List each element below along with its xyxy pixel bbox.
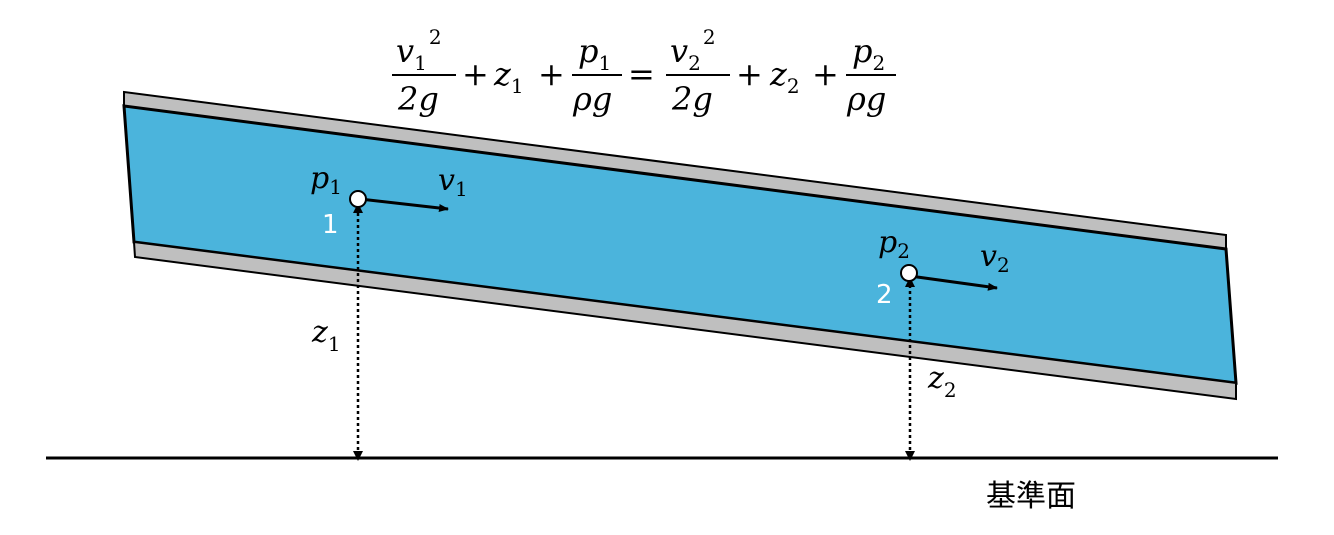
- eq-plus-2: +: [538, 55, 565, 93]
- eq-lhs-z: z1: [493, 55, 524, 98]
- eq-rhs-z: z2: [769, 55, 800, 98]
- velocity-label-1: v1: [438, 163, 468, 201]
- velocity-arrow-1: [359, 197, 449, 212]
- velocity-arrow-2: [909, 274, 998, 291]
- eq-plus-3: +: [736, 55, 763, 93]
- eq-lhs-num-1: v12: [396, 25, 442, 75]
- height-label-1: z1: [311, 315, 341, 356]
- pressure-label-1: p1: [310, 161, 342, 199]
- point-2-marker: [900, 264, 918, 282]
- pressure-label-2: p2: [878, 225, 910, 263]
- pipe: [122, 90, 1238, 401]
- eq-lhs-den-2: ρg: [572, 80, 612, 118]
- point-1-number: 1: [322, 210, 339, 240]
- point-1-marker: [349, 190, 367, 208]
- eq-lhs-den-1: 2g: [397, 80, 439, 118]
- eq-rhs-den-2: ρg: [846, 80, 886, 118]
- eq-lhs-num-2: p1: [578, 32, 611, 75]
- eq-plus-1: +: [462, 55, 489, 93]
- eq-rhs-num-1: v22: [670, 25, 716, 75]
- bernoulli-equation: v12 2g + z1 + p1 ρg = v22 2g + z2 + p2: [392, 25, 896, 118]
- height-label-2: z2: [927, 361, 957, 402]
- pipe-bottom-wall: [132, 240, 1237, 401]
- eq-plus-4: +: [812, 55, 839, 93]
- eq-rhs-den-1: 2g: [671, 80, 713, 118]
- point-2-number: 2: [876, 280, 893, 310]
- velocity-label-2: v2: [980, 239, 1010, 277]
- eq-rhs-num-2: p2: [852, 32, 885, 75]
- eq-equals: =: [628, 55, 655, 93]
- pipe-fluid: [122, 104, 1238, 385]
- datum-label: 基準面: [986, 479, 1076, 514]
